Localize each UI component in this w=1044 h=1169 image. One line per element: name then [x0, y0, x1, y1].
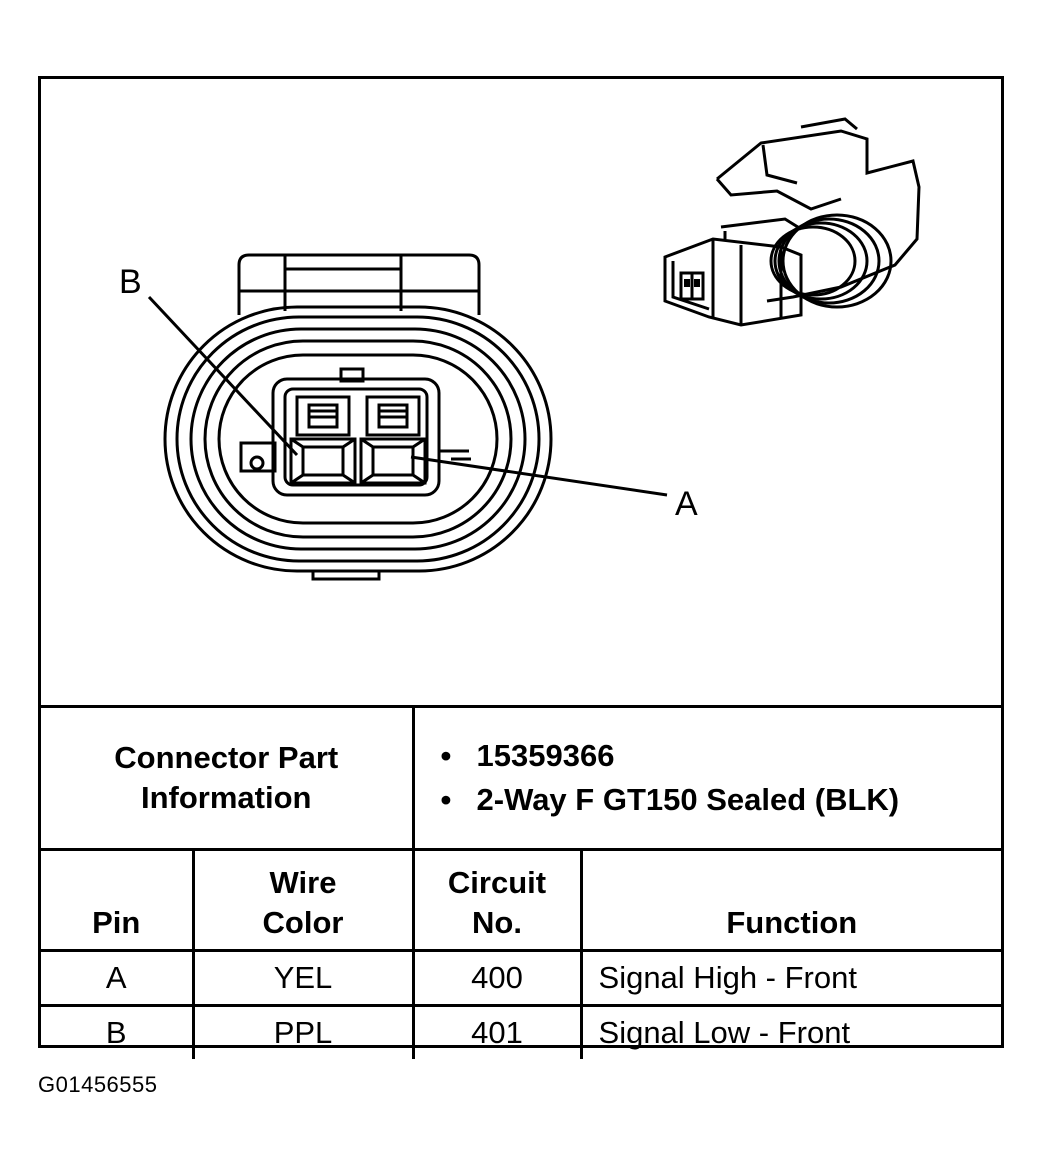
terminal-b: [289, 437, 357, 485]
latch-housing: [237, 253, 481, 315]
connector-info-table: Connector Part Information • 15359366 • 2-…: [41, 705, 1002, 1059]
wire-color-cell: YEL: [191, 949, 415, 1007]
connector-part-label: Connector Part Information: [41, 705, 415, 851]
terminal-a: [359, 437, 427, 485]
table-row: B PPL 401 Signal Low - Front: [41, 1004, 1002, 1059]
connector-drawing-area: B A: [41, 79, 1001, 705]
header-function: Function: [579, 848, 1002, 952]
pin-cell: A: [41, 949, 195, 1007]
header-wire-color-text: Wire Color: [262, 865, 344, 940]
connector-part-row: Connector Part Information • 15359366 • 2-…: [41, 705, 1002, 851]
circuit-no-cell: 400: [411, 949, 583, 1007]
table-row: A YEL 400 Signal High - Front: [41, 949, 1002, 1007]
connector-part-details: • 15359366 • 2-Way F GT150 Sealed (BLK): [411, 705, 1002, 851]
leader-line-a: [410, 455, 668, 497]
function-cell: Signal High - Front: [579, 949, 1002, 1007]
cavity-b-upper: [295, 395, 351, 437]
leader-line-b: [147, 295, 299, 457]
header-pin: Pin: [41, 848, 195, 952]
wire-color-cell: PPL: [191, 1004, 415, 1059]
perspective-terminals: [684, 279, 700, 287]
connector-part-list: • 15359366 • 2-Way F GT150 Sealed (BLK): [415, 724, 1002, 832]
connector-face-illustration: [147, 117, 921, 581]
header-circuit-no-text: Circuit No.: [447, 865, 547, 940]
part-description-item: • 2-Way F GT150 Sealed (BLK): [441, 780, 1002, 820]
callout-label-b: B: [119, 263, 142, 301]
terminal-housing: [271, 377, 441, 497]
pin-cell: B: [41, 1004, 195, 1059]
function-cell: Signal Low - Front: [579, 1004, 1002, 1059]
bullet-icon: •: [440, 782, 452, 817]
header-wire-color: Wire Color: [191, 848, 415, 952]
connector-perspective-view: [663, 117, 921, 327]
callout-label-a: A: [675, 485, 698, 523]
bullet-icon: •: [440, 738, 452, 773]
header-circuit-no: Circuit No.: [411, 848, 583, 952]
pin-table-header-row: Pin Wire Color Circuit No. Function: [41, 848, 1002, 952]
outer-seal-ring: [163, 305, 553, 573]
part-number-text: 15359366: [476, 738, 615, 773]
part-description-text: 2-Way F GT150 Sealed (BLK): [476, 782, 900, 817]
part-number-item: • 15359366: [441, 736, 1002, 776]
diagram-frame: B A Connector Part Information • 15359366…: [38, 76, 1004, 1059]
cavity-a-upper: [365, 395, 421, 437]
figure-id: G01456555: [38, 1072, 158, 1097]
circuit-no-cell: 401: [411, 1004, 583, 1059]
